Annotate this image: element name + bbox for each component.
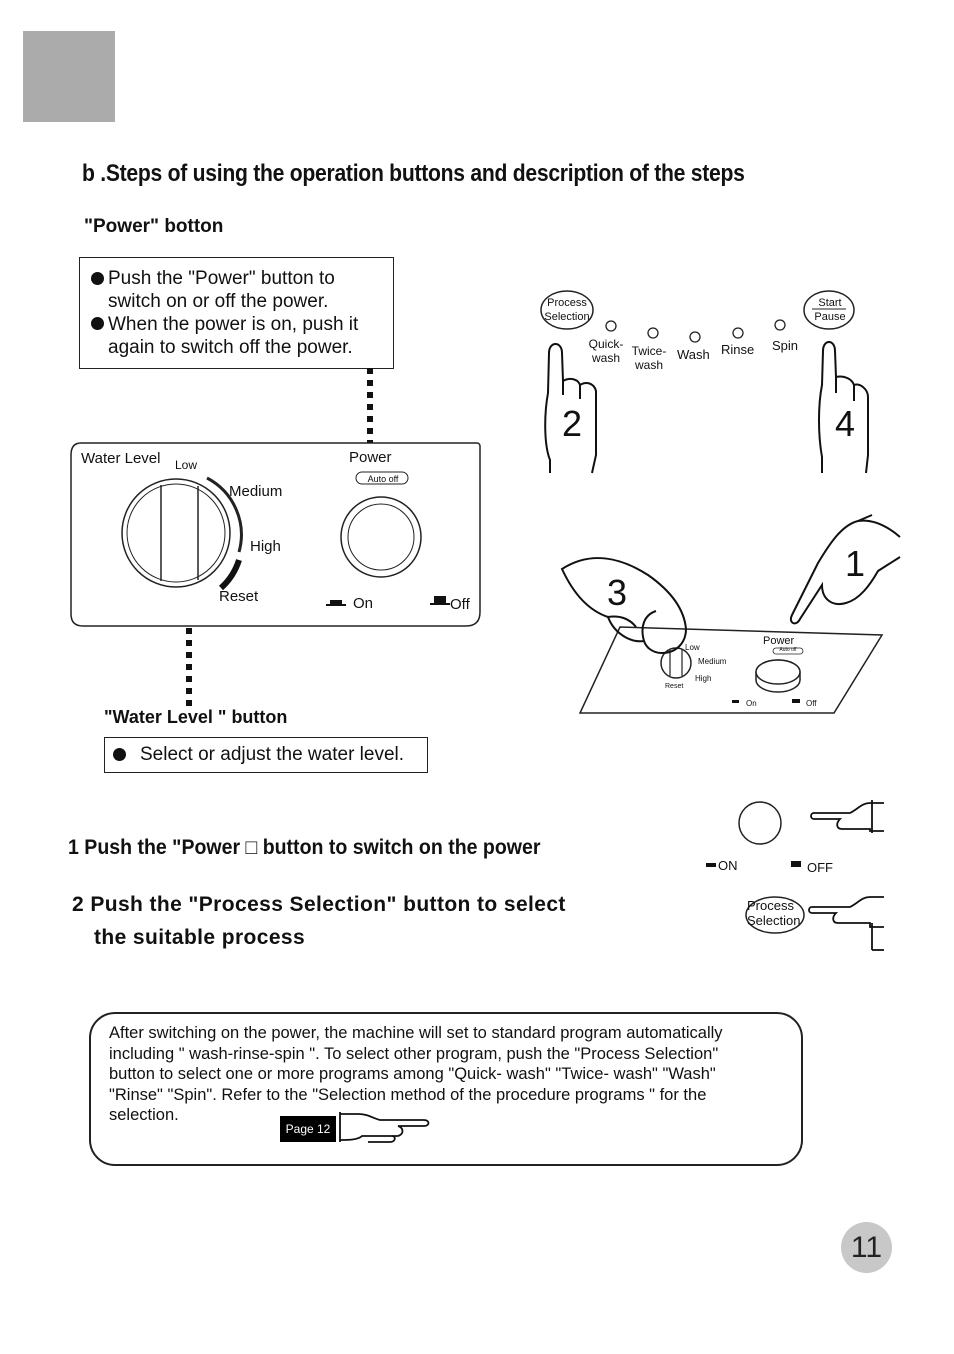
water-level-button-title: "Water Level " button <box>104 707 288 727</box>
power-bullet-2-line-1: When the power is on, push it <box>108 314 359 335</box>
illustration-power-label: Power <box>763 635 795 647</box>
power-label: Power <box>349 449 392 466</box>
bullet-dot-icon <box>113 748 126 761</box>
step-number-2: 2 <box>562 403 583 444</box>
water-level-dial[interactable] <box>121 476 243 591</box>
page-number: 11 <box>841 1222 892 1273</box>
note-text: After switching on the power, the machin… <box>109 1023 799 1126</box>
hand-pointer-icon <box>339 1112 430 1143</box>
illustration-reset-label: Reset <box>665 683 684 690</box>
page-reference-badge[interactable]: Page 12 <box>280 1116 336 1142</box>
control-panel-illustration <box>560 514 901 714</box>
note-line: button to select one or more programs am… <box>109 1065 716 1083</box>
illustration-on-label: On <box>746 699 757 708</box>
note-line: selection. <box>109 1106 179 1124</box>
power-description-box: Push the "Power" button to switch on or … <box>79 257 394 369</box>
rinse-label: Rinse <box>721 342 755 357</box>
section-tab <box>23 31 115 122</box>
water-level-bullet: Select or adjust the water level. <box>140 744 405 765</box>
program-panel-illustration <box>540 290 869 474</box>
note-line: including " wash-rinse-spin ". To select… <box>109 1044 719 1063</box>
illustration-medium-label: Medium <box>698 657 727 666</box>
bullet-dot-icon <box>91 272 104 285</box>
process-selection-button[interactable] <box>540 290 594 330</box>
low-label: Low <box>175 458 198 472</box>
illustration-high-label: High <box>695 674 712 683</box>
note-line: After switching on the power, the machin… <box>109 1024 723 1042</box>
control-panel <box>70 442 481 627</box>
hand-pointer-icon <box>544 343 597 474</box>
on-icon-label: ON <box>718 858 738 873</box>
power-bullet-2-line-2: again to switch off the power. <box>108 337 353 358</box>
water-level-description-box: Select or adjust the water level. <box>104 737 428 773</box>
water-level-label: Water Level <box>81 450 161 467</box>
high-label: High <box>250 538 281 555</box>
spin-indicator <box>774 319 786 331</box>
illustration-low-label: Low <box>685 643 700 652</box>
start-pause-button[interactable] <box>803 290 855 330</box>
wash-label: Wash <box>677 347 710 362</box>
step-1-text: 1 Push the "Power □ button to switch on … <box>68 836 541 859</box>
quick-wash-indicator <box>605 320 617 332</box>
reset-label: Reset <box>219 588 259 605</box>
step-2-text: 2 Push the "Process Selection" button to… <box>72 893 566 949</box>
note-line: "Rinse" "Spin". Refer to the "Selection … <box>109 1085 707 1104</box>
step-number-4: 4 <box>835 403 856 444</box>
rinse-indicator <box>732 327 744 339</box>
power-knob[interactable] <box>340 496 422 578</box>
hand-pointer-icon <box>790 514 901 625</box>
quick-wash-label: Quick-wash <box>588 337 624 365</box>
illustration-off-label: Off <box>806 699 817 708</box>
hand-pointer-icon <box>560 557 688 655</box>
power-button-icon <box>738 801 782 845</box>
twice-wash-label: Twice-wash <box>631 344 667 372</box>
power-bullet-1-line-2: switch on or off the power. <box>108 291 329 312</box>
illustration-auto-off-label: Auto off <box>779 647 797 653</box>
off-icon-label: OFF <box>807 860 833 875</box>
step-number-3: 3 <box>607 572 628 613</box>
spin-label: Spin <box>772 338 799 353</box>
bullet-dot-icon <box>91 317 104 330</box>
auto-off-label: Auto off <box>367 474 399 484</box>
step-icons <box>706 800 884 951</box>
process-selection-icon <box>745 896 805 934</box>
hand-pointer-icon <box>810 800 884 833</box>
hand-pointer-icon <box>808 896 884 951</box>
power-button-title: "Power" botton <box>84 216 224 237</box>
hand-pointer-icon <box>818 341 869 474</box>
medium-label: Medium <box>229 483 283 500</box>
on-label: On <box>353 595 374 612</box>
twice-wash-indicator <box>647 327 659 339</box>
section-heading: b .Steps of using the operation buttons … <box>82 160 745 187</box>
note-box: After switching on the power, the machin… <box>89 1012 803 1166</box>
step-number-1: 1 <box>845 543 866 584</box>
power-bullet-1-line-1: Push the "Power" button to <box>108 268 335 289</box>
wash-indicator <box>689 331 701 343</box>
off-label: Off <box>450 596 470 613</box>
